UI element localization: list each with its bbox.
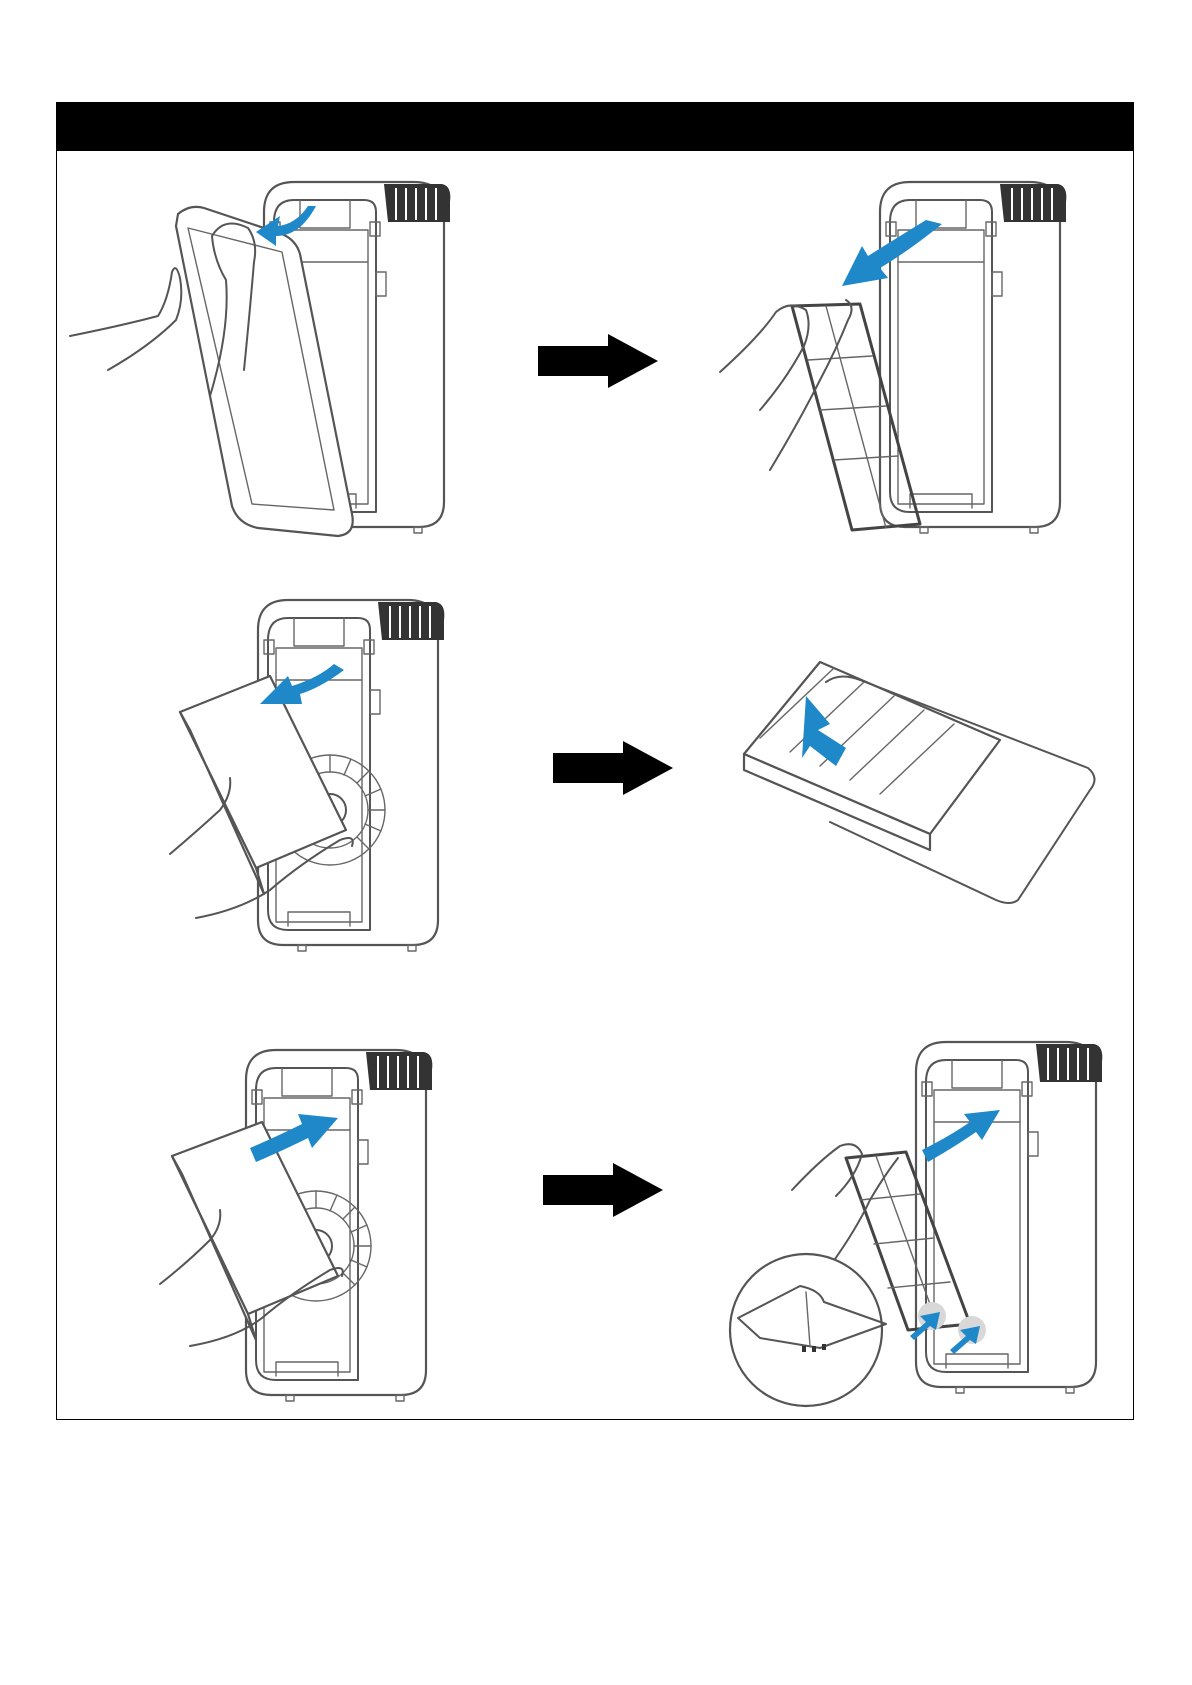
step-reattach-pre-filter <box>730 1042 1102 1406</box>
step-insert-filter <box>160 1050 432 1401</box>
right-arrow-icon <box>553 741 673 795</box>
right-arrow-icon <box>543 1163 663 1217</box>
right-arrow-icon <box>538 334 658 388</box>
step-remove-filter <box>170 600 444 951</box>
step-insert-filter-into-sleeve <box>744 662 1095 903</box>
step-remove-front-cover <box>70 182 450 536</box>
step-remove-pre-filter <box>720 182 1066 533</box>
